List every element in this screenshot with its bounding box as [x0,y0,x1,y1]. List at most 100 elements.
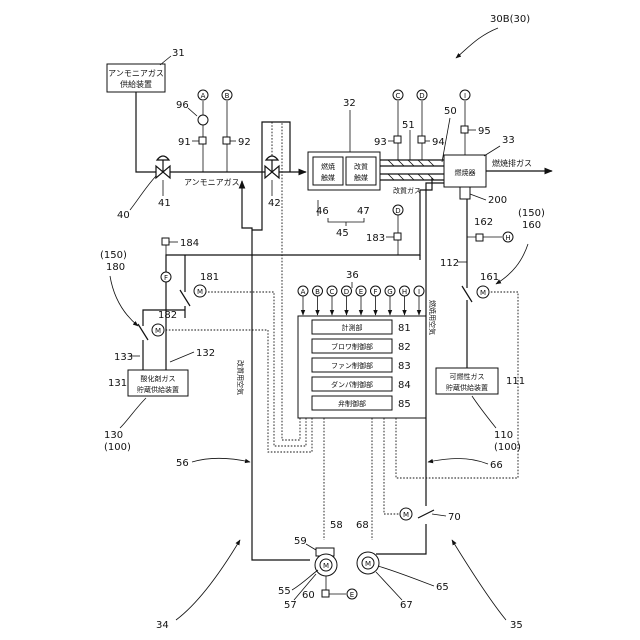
unit-82-label: ブロワ制御部 [331,342,373,351]
leader-34 [176,540,240,620]
ref-70: 70 [448,512,461,523]
tag-i-letter: I [464,92,466,100]
leader-67 [376,572,402,600]
ref-68: 68 [356,520,369,531]
combustion-catalyst-label-1: 燃焼 [321,162,335,171]
ref-95: 95 [478,126,491,137]
ref-84: 84 [398,380,411,391]
leader-130 [120,398,146,428]
reforming-air-label: 改質用空気 [236,360,245,395]
leader-96 [188,108,197,116]
control-line-damper-70 [384,418,400,514]
controller-input-letter-e: E [359,288,363,296]
sensor-60 [322,590,329,597]
ref-110b: (100) [494,442,521,453]
ammonia-supply-label-2: 供給装置 [120,79,152,89]
motor-181-symbol: M [197,288,203,296]
oxidizer-storage-label-1: 酸化剤ガス [141,374,176,383]
reforming-air-branch-1 [242,181,252,255]
ref-32: 32 [343,98,356,109]
sensor-94 [418,136,425,143]
tag-162-letter: H [505,234,510,242]
tag-60-letter: E [350,591,354,599]
unit-81-label: 計測部 [342,323,363,332]
leader-33 [484,146,500,156]
ref-35: 35 [510,620,523,631]
leader-56 [192,458,250,462]
ref-110: 110 [494,430,513,441]
ref-83: 83 [398,361,411,372]
ref-82: 82 [398,342,411,353]
ammonia-supply-label-1: アンモニアガス [108,68,164,78]
ref-55: 55 [278,586,291,597]
controller-input-letter-f: F [373,288,377,296]
combustion-catalyst-label-2: 触媒 [321,173,335,182]
ref-132: 132 [196,348,215,359]
ref-160: 160 [522,220,541,231]
reforming-air-branch-2 [252,122,290,230]
ref-40: 40 [117,210,130,221]
ammonia-supply-pipe [136,92,156,172]
ref-150-160: (150) [518,208,545,219]
reformed-gas-hatch [388,160,434,180]
ref-161: 161 [480,272,499,283]
control-line-valve-41-42 [272,122,300,440]
ammonia-gas-label: アンモニアガス [184,177,240,187]
fuel-storage-label-2: 貯蔵供給装置 [446,383,488,392]
controller-input-letter-h: H [402,288,407,296]
ref-92: 92 [238,137,251,148]
ref-162: 162 [474,217,493,228]
ref-59: 59 [294,536,307,547]
controller-input-letter-i: I [418,288,420,296]
ref-133: 133 [114,352,133,363]
ref-183: 183 [366,233,385,244]
tag-184-letter: F [164,274,168,282]
motor-65-symbol: M [365,560,371,568]
exhaust-gas-label: 燃焼排ガス [492,158,532,168]
ref-56: 56 [176,458,189,469]
leader-59 [306,544,316,550]
tag-c-letter: C [396,92,401,100]
ref-67: 67 [400,600,413,611]
igniter-200 [460,187,470,199]
reformed-gas-label: 改質ガス [393,186,421,195]
ref-57: 57 [284,600,297,611]
motor-55-symbol: M [323,562,329,570]
sensor-184 [162,238,169,245]
figure-label-leader [456,28,498,58]
leader-66 [428,459,488,465]
controller-input-letter-a: A [301,288,306,296]
leader-40 [130,176,156,210]
ref-130: 130 [104,430,123,441]
sensor-93 [394,136,401,143]
controller-input-letter-g: G [387,288,392,296]
ref-65: 65 [436,582,449,593]
combustor-label: 燃焼器 [455,168,476,177]
sensor-96 [198,115,208,125]
valve-181 [180,280,206,318]
ref-150-180: (150) [100,250,127,261]
figure-label: 30B(30) [490,14,530,25]
unit-84-label: ダンパ制御部 [331,380,373,389]
valve-42 [265,156,279,178]
unit-83-label: ファン制御部 [331,361,373,370]
ref-42: 42 [268,198,281,209]
motor-70-symbol: M [403,511,409,519]
ref-45: 45 [336,228,349,239]
ref-96: 96 [176,100,189,111]
tag-96-letter: A [201,92,206,100]
fuel-storage-label-1: 可燃性ガス [450,372,485,381]
ref-81: 81 [398,323,411,334]
ref-58: 58 [330,520,343,531]
leader-200 [470,194,486,200]
leader-70 [432,514,446,516]
ref-131: 131 [108,378,127,389]
ref-112: 112 [440,258,459,269]
ref-182: 182 [158,310,177,321]
ref-93: 93 [374,137,387,148]
leader-35 [452,540,506,620]
leader-180 [110,276,138,326]
valve-182 [138,318,164,352]
ref-85: 85 [398,399,411,410]
